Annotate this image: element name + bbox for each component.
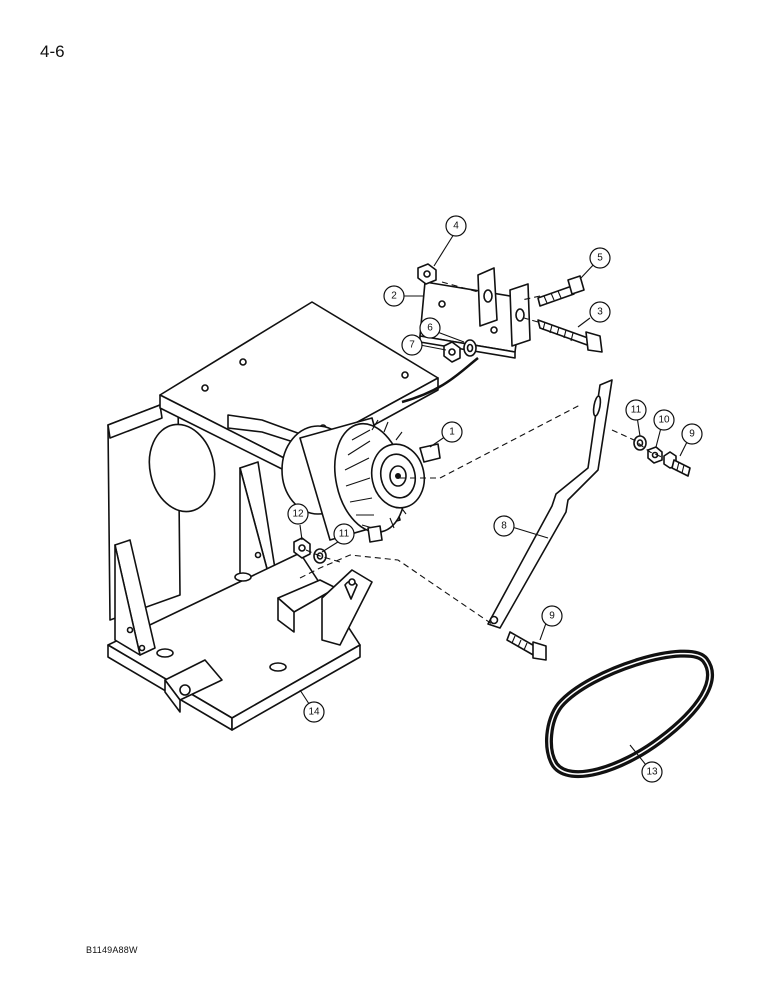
callout-label: 13 <box>646 767 658 778</box>
bolt-3 <box>537 319 603 353</box>
callout-label: 3 <box>597 307 603 318</box>
callout-label: 9 <box>689 429 695 440</box>
callout-3: 3 <box>589 301 611 323</box>
callout-12: 12 <box>287 503 309 525</box>
alignment-lines <box>299 281 665 625</box>
callout-label: 11 <box>631 405 642 416</box>
callout-label: 8 <box>501 521 507 532</box>
v-belt <box>545 649 714 779</box>
lock-washer-10 <box>647 446 663 464</box>
callout-label: 12 <box>292 509 304 520</box>
figure-code: B1149A88W <box>86 945 138 955</box>
bolt-9-upper <box>663 451 691 477</box>
callout-11b: 11 <box>333 523 355 545</box>
callout-8: 8 <box>493 515 515 537</box>
callout-label: 7 <box>409 340 415 351</box>
bolt-9-lower <box>506 631 547 661</box>
callout-4: 4 <box>445 215 467 237</box>
callout-1: 1 <box>441 421 463 443</box>
bolt-5 <box>537 275 585 307</box>
callout-label: 5 <box>597 253 603 264</box>
washer-11-upper <box>633 435 647 451</box>
nut-7 <box>443 341 461 363</box>
callout-label: 6 <box>427 323 433 334</box>
callout-label: 9 <box>549 611 555 622</box>
washer-6 <box>463 339 477 357</box>
nut-4 <box>417 263 437 285</box>
alternator-wire <box>401 357 479 404</box>
page-number: 4-6 <box>40 42 65 61</box>
callout-11a: 11 <box>625 399 647 421</box>
callout-5: 5 <box>589 247 611 269</box>
callout-9a: 9 <box>681 423 703 445</box>
callout-10: 10 <box>653 409 675 431</box>
callout-9b: 9 <box>541 605 563 627</box>
callout-label: 10 <box>658 415 670 426</box>
callout-14: 14 <box>303 701 325 723</box>
alternator <box>281 417 441 543</box>
callout-7: 7 <box>401 334 423 356</box>
callout-2: 2 <box>383 285 405 307</box>
callout-label: 11 <box>339 529 350 540</box>
callout-label: 2 <box>391 291 397 302</box>
callout-label: 14 <box>308 707 320 718</box>
callout-label: 4 <box>453 221 459 232</box>
callout-6: 6 <box>419 317 441 339</box>
callout-label: 1 <box>449 427 455 438</box>
adjusting-strap <box>487 379 613 629</box>
callout-13: 13 <box>641 761 663 783</box>
